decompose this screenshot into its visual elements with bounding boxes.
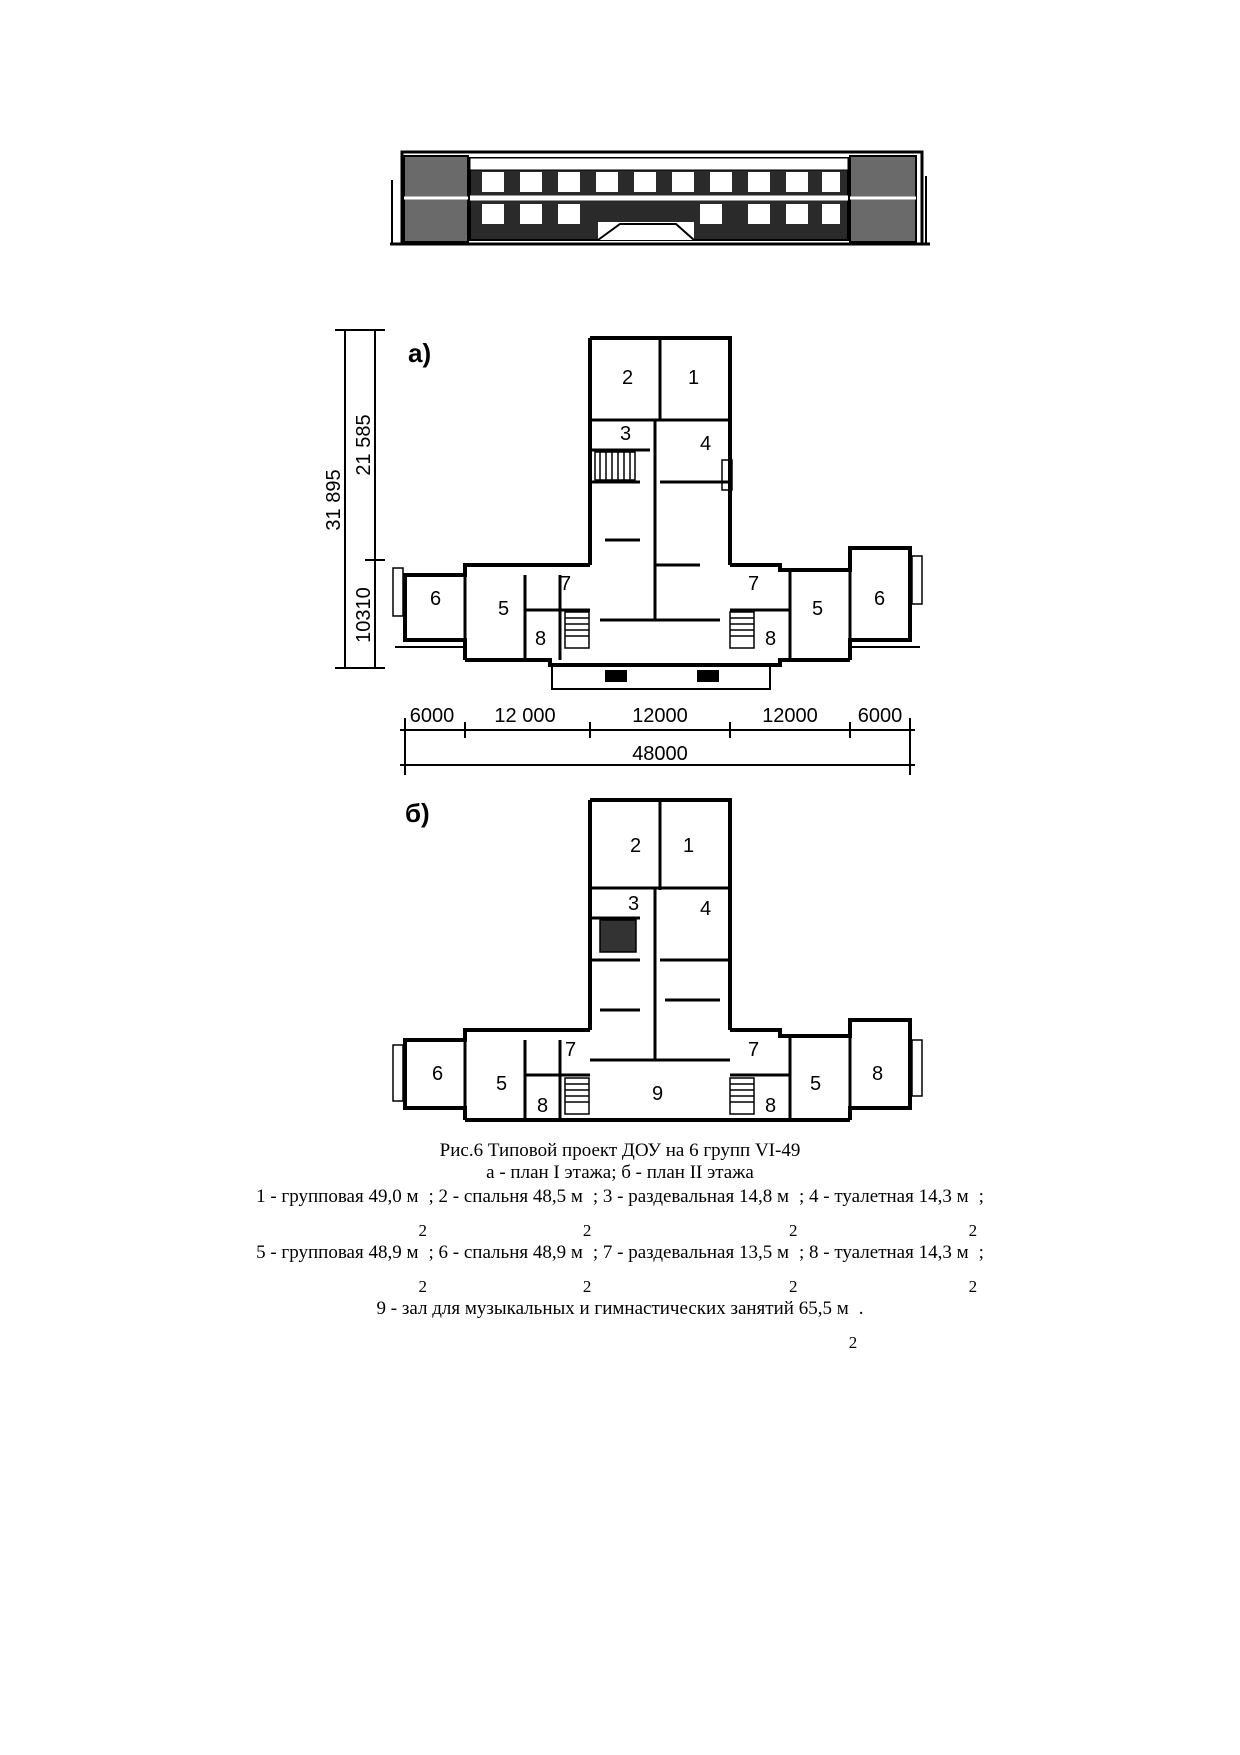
- room-4: 4: [700, 433, 711, 455]
- room-5-right: 5: [810, 1073, 821, 1095]
- legend-item: ;: [978, 1186, 984, 1207]
- room-9: 9: [652, 1083, 663, 1105]
- area-exponent: 2: [582, 1221, 592, 1240]
- area-exponent: 2: [582, 1277, 592, 1296]
- room-4: 4: [700, 898, 711, 920]
- dim-h-4: 12000: [762, 705, 818, 727]
- area-exponent: 2: [789, 1221, 798, 1240]
- room-6-left: 6: [432, 1063, 443, 1085]
- area-exponent: 2: [418, 1277, 427, 1296]
- room-7-right: 7: [748, 573, 759, 595]
- area-exponent: 2: [848, 1333, 858, 1352]
- dim-h-3: 12000: [632, 705, 688, 727]
- room-6-left: 6: [430, 588, 441, 610]
- dim-h-total: 48000: [632, 743, 688, 765]
- legend-item: 9 - зал для музыкальных и гимнастических…: [376, 1298, 849, 1319]
- legend-item: ; 6 - спальня 48,9 м: [428, 1242, 583, 1263]
- floor-plan-2: [392, 798, 923, 1122]
- room-8-left: 8: [535, 628, 546, 650]
- legend-item: ; 3 - раздевальная 14,8 м: [592, 1186, 790, 1207]
- room-numbers-floor-1: 2 1 3 4 6 5 7 8 7 5 6 8: [430, 367, 885, 650]
- figure-caption-subtitle: а - план I этажа; б - план II этажа: [486, 1162, 754, 1183]
- room-2: 2: [622, 367, 633, 389]
- legend-item: ; 8 - туалетная 14,3 м: [799, 1242, 969, 1263]
- dim-h-1: 6000: [410, 705, 455, 727]
- dim-h-2: 12 000: [494, 705, 555, 727]
- room-8-right: 8: [765, 628, 776, 650]
- plan-label-b: б): [405, 798, 430, 828]
- room-3: 3: [620, 423, 631, 445]
- facade-elevation: [390, 150, 930, 246]
- room-6-right: 6: [874, 588, 885, 610]
- plan-label-a: а): [408, 338, 431, 368]
- room-1: 1: [688, 367, 699, 389]
- room-7-right: 7: [748, 1039, 759, 1061]
- figure-drawing: 2 1 3 4 6 5 7 8 7 5 6 8 а) 31 895 21 585…: [323, 150, 930, 1122]
- legend-item: 5 - групповая 48,9 м: [256, 1242, 419, 1263]
- room-numbers-floor-2: 2 1 3 4 6 5 7 8 9 7 5 8 8: [432, 835, 883, 1117]
- dim-h-5: 6000: [858, 705, 903, 727]
- legend-item: ; 2 - спальня 48,5 м: [428, 1186, 583, 1207]
- room-5-left: 5: [496, 1073, 507, 1095]
- dim-vertical-lower: 10310: [353, 587, 375, 643]
- room-5-right: 5: [812, 598, 823, 620]
- figure-caption-title: Рис.6 Типовой проект ДОУ на 6 групп VI-4…: [439, 1140, 801, 1161]
- legend-item: ;: [978, 1242, 984, 1263]
- area-exponent: 2: [968, 1277, 978, 1296]
- area-exponent: 2: [968, 1221, 978, 1240]
- dim-vertical-total: 31 895: [323, 469, 345, 530]
- room-3: 3: [628, 893, 639, 915]
- floor-plan-1: [392, 336, 923, 690]
- legend-item: 1 - групповая 49,0 м: [256, 1186, 419, 1207]
- room-7-left: 7: [560, 573, 571, 595]
- area-exponent: 2: [418, 1221, 427, 1240]
- room-1: 1: [683, 835, 694, 857]
- room-8-right: 8: [765, 1095, 776, 1117]
- room-7-left: 7: [565, 1039, 576, 1061]
- vertical-dimensions: [335, 329, 385, 669]
- area-exponent: 2: [789, 1277, 798, 1296]
- room-2: 2: [630, 835, 641, 857]
- room-6-right: 8: [872, 1063, 883, 1085]
- horizontal-dimensions: [400, 718, 915, 775]
- legend-item: .: [858, 1298, 864, 1319]
- room-5-left: 5: [498, 598, 509, 620]
- legend-line-3: 9 - зал для музыкальных и гимнастических…: [0, 1298, 1240, 1352]
- room-8-left: 8: [537, 1095, 548, 1117]
- legend-item: ; 7 - раздевальная 13,5 м: [592, 1242, 790, 1263]
- dim-vertical-upper: 21 585: [353, 414, 375, 475]
- legend-item: ; 4 - туалетная 14,3 м: [799, 1186, 969, 1207]
